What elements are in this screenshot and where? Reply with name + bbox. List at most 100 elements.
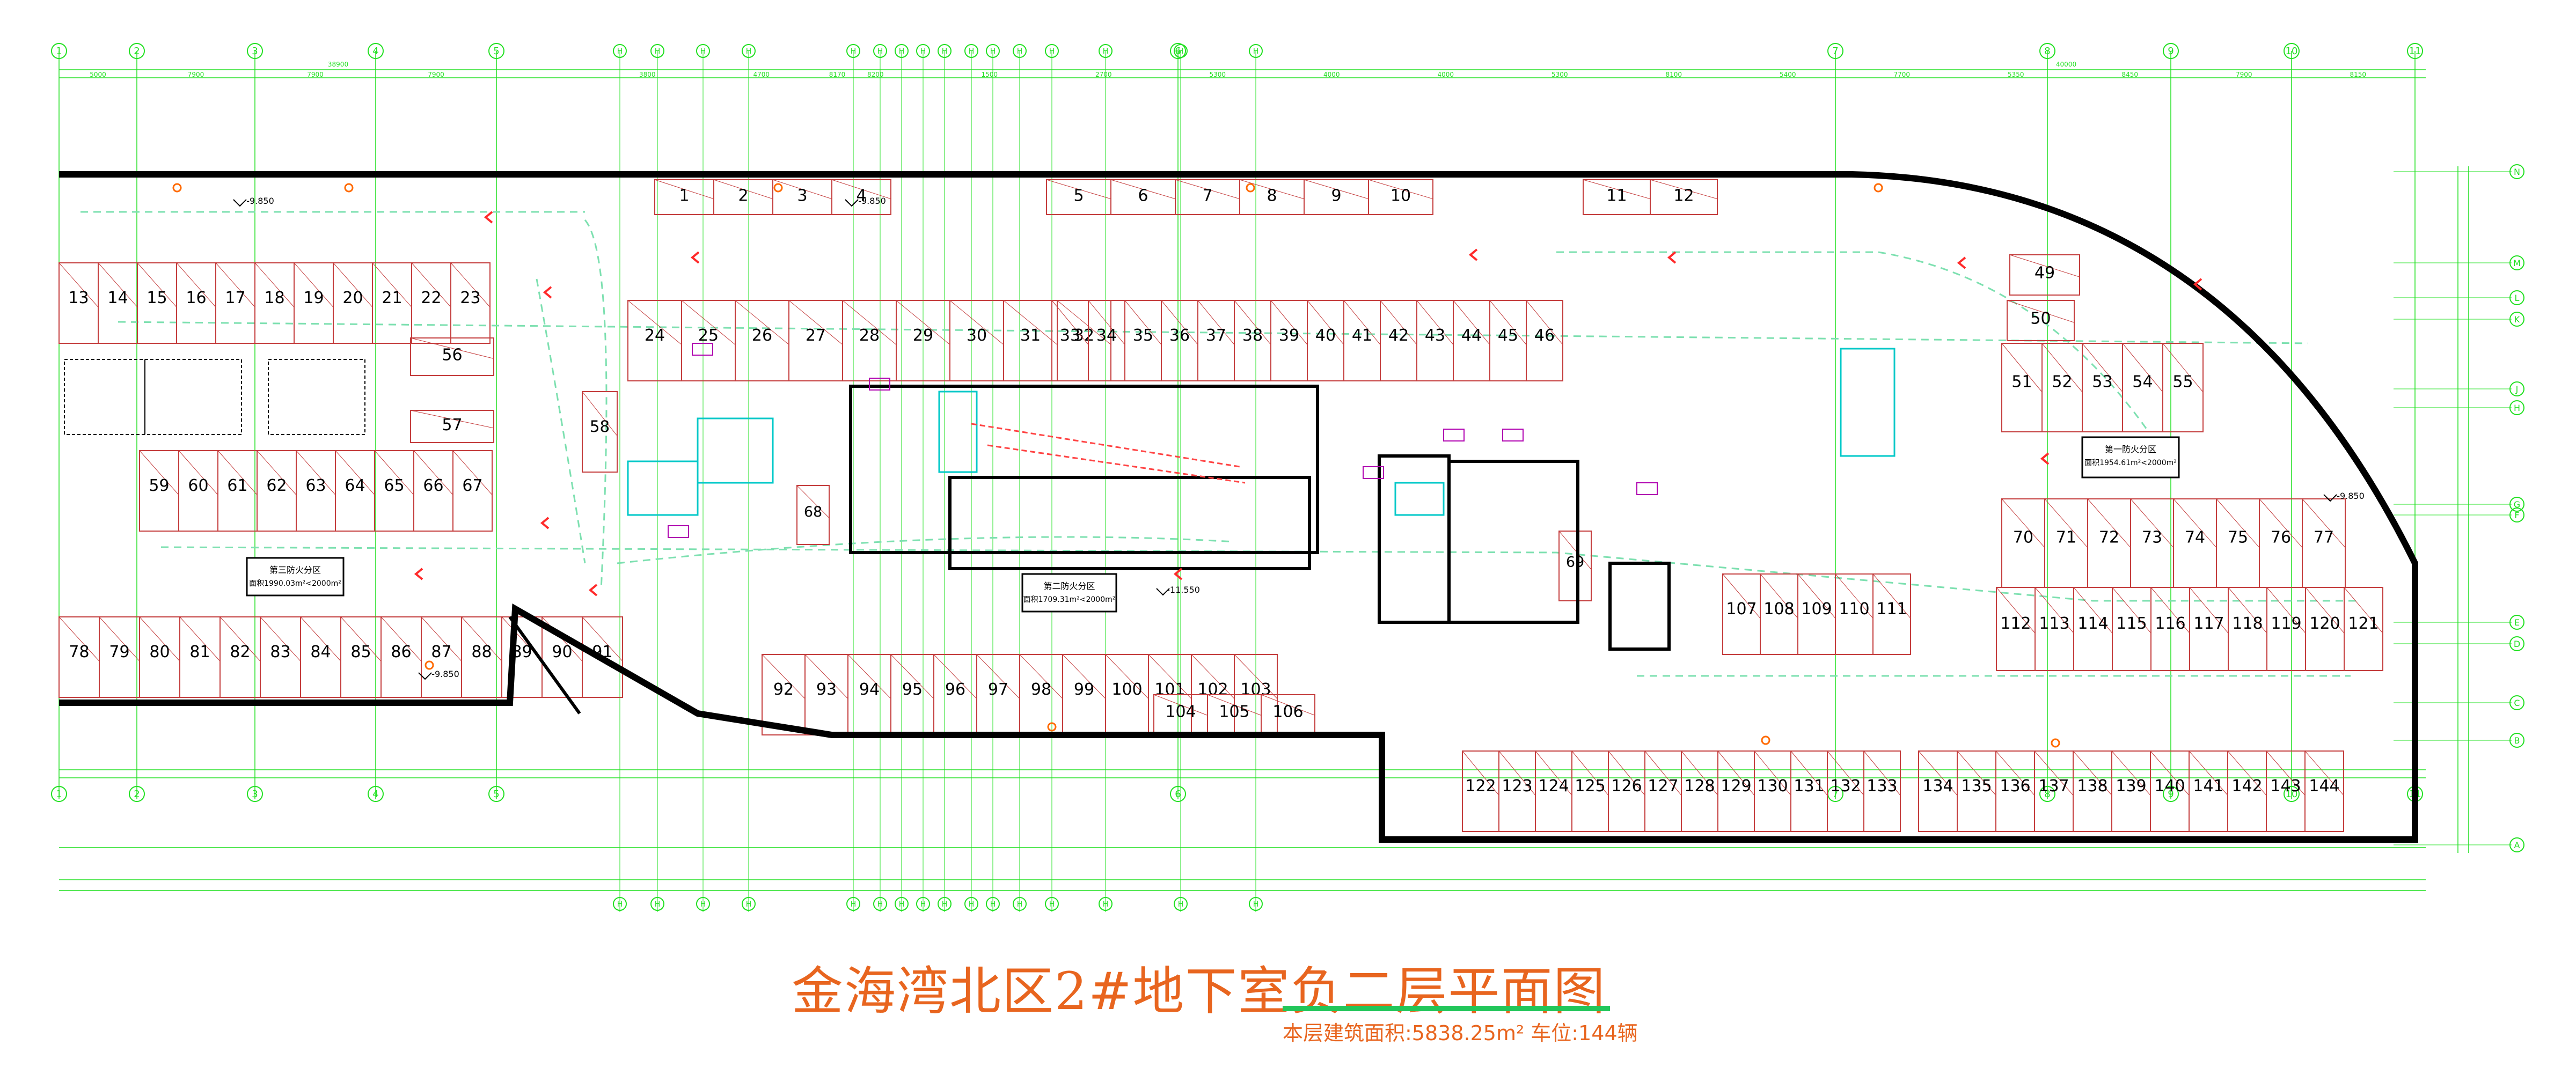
stall-diagonal bbox=[1368, 179, 1433, 200]
stall-number: 36 bbox=[1169, 326, 1190, 345]
stall-number: 100 bbox=[1111, 680, 1142, 699]
stall-diagonal bbox=[2082, 343, 2123, 393]
stall-number: 130 bbox=[1757, 777, 1788, 796]
stall-number: 131 bbox=[1794, 777, 1824, 796]
parking-stall bbox=[796, 485, 830, 545]
stall-number: 80 bbox=[149, 643, 170, 661]
stall-number: 64 bbox=[345, 476, 365, 495]
axis-number: 9 bbox=[2168, 789, 2174, 800]
stall-number: 28 bbox=[859, 326, 880, 345]
stall-number: 134 bbox=[1922, 777, 1953, 796]
axis-bubble bbox=[1045, 897, 1059, 911]
stall-diagonal bbox=[139, 450, 179, 495]
stall-diagonal bbox=[2304, 750, 2344, 796]
stall-diagonal bbox=[1148, 654, 1192, 699]
annotations: -9.850-9.850-9.850-9.850-11.550 bbox=[172, 183, 2365, 748]
stall-number: 26 bbox=[752, 326, 772, 345]
lane-path bbox=[1556, 251, 2148, 430]
stall-diagonal bbox=[452, 450, 493, 495]
stall-diagonal bbox=[2111, 750, 2151, 796]
stall-diagonal bbox=[1175, 179, 1240, 200]
axis-bubble bbox=[1045, 44, 1059, 58]
lane-path bbox=[536, 278, 586, 564]
stall-number: 66 bbox=[423, 476, 443, 495]
fire-zone-name: 第三防火分区 bbox=[269, 565, 321, 575]
axis-bubble bbox=[2509, 615, 2524, 630]
axis-letter: N bbox=[2514, 167, 2520, 177]
stall-diagonal bbox=[58, 616, 100, 661]
stall-number: 101 bbox=[1154, 680, 1185, 699]
stall-diagonal bbox=[2001, 498, 2045, 548]
stall-number: 116 bbox=[2155, 614, 2185, 633]
axis-bubble bbox=[2509, 312, 2524, 327]
stall-number: 22 bbox=[421, 289, 441, 307]
axis-bubble bbox=[51, 786, 67, 802]
stall-diagonal bbox=[847, 654, 891, 699]
stall-number: 108 bbox=[1763, 600, 1794, 619]
stall-number: 105 bbox=[1219, 702, 1249, 721]
dimension-text: 4700 bbox=[753, 71, 770, 78]
lane-path bbox=[118, 321, 2308, 344]
axis-bubble bbox=[938, 897, 952, 911]
stall-number: 9 bbox=[1331, 186, 1341, 205]
stall-diagonal bbox=[413, 450, 453, 495]
stair-room bbox=[938, 391, 978, 473]
stall-number: 110 bbox=[1839, 600, 1869, 619]
stall-number: 119 bbox=[2271, 614, 2301, 633]
axis-letter: M bbox=[2513, 258, 2521, 268]
dimension-text: 5300 bbox=[1209, 71, 1226, 78]
stall-number: 99 bbox=[1074, 680, 1094, 699]
axis-letter: F bbox=[2514, 510, 2519, 520]
stall-diagonal bbox=[176, 262, 216, 307]
stall-diagonal bbox=[139, 616, 180, 661]
traffic-arrow bbox=[1667, 251, 1677, 264]
stall-diagonal bbox=[1957, 750, 1996, 796]
fire-hydrant-mark bbox=[172, 183, 182, 193]
stall-count: 车位:144辆 bbox=[1531, 1021, 1638, 1045]
core-room bbox=[849, 385, 1319, 554]
stall-number: 51 bbox=[2011, 372, 2032, 391]
axis-letter: H bbox=[655, 900, 661, 909]
parking-stall bbox=[410, 410, 494, 443]
stall-number: 95 bbox=[902, 680, 923, 699]
dimension-labels: 11223344556677889910101111HHHHHHHHHHHHHH… bbox=[56, 46, 2521, 909]
axis-bubble bbox=[2509, 636, 2524, 651]
stall-number: 127 bbox=[1648, 777, 1678, 796]
stall-number: 92 bbox=[773, 680, 794, 699]
stall-number: 10 bbox=[1391, 186, 1411, 205]
traffic-arrow bbox=[484, 211, 493, 224]
axis-bubble bbox=[488, 43, 504, 59]
axis-bubble bbox=[2407, 43, 2423, 59]
axis-number: 1 bbox=[56, 46, 62, 57]
axis-bubble bbox=[2509, 497, 2524, 512]
axis-letter: H bbox=[1103, 47, 1109, 56]
stall-number: 11 bbox=[1606, 186, 1627, 205]
parking-stall bbox=[582, 391, 618, 473]
stall-number: 4 bbox=[856, 186, 866, 205]
axis-letter: H bbox=[617, 47, 623, 56]
stall-diagonal bbox=[890, 654, 934, 699]
dimension-text: 8100 bbox=[1665, 71, 1682, 78]
stall-diagonal bbox=[582, 391, 618, 436]
dimension-text: 5350 bbox=[2008, 71, 2024, 78]
axis-letter: H bbox=[990, 47, 996, 56]
stall-number: 123 bbox=[1502, 777, 1532, 796]
axis-letter: H bbox=[877, 47, 883, 56]
elevation-mark bbox=[233, 199, 247, 207]
axis-bubble bbox=[2039, 43, 2055, 59]
stall-number: 67 bbox=[462, 476, 482, 495]
axis-bubble bbox=[2509, 695, 2524, 710]
stall-number: 133 bbox=[1867, 777, 1897, 796]
stall-diagonal bbox=[1110, 179, 1176, 200]
fire-zone-box bbox=[2081, 436, 2180, 479]
lane-path bbox=[160, 546, 2356, 602]
axis-bubble bbox=[2509, 164, 2524, 179]
stall-diagonal bbox=[1105, 654, 1149, 699]
stall-number: 35 bbox=[1133, 326, 1153, 345]
dimension-text: 7900 bbox=[2236, 71, 2252, 78]
stall-number: 19 bbox=[303, 289, 324, 307]
elevation-mark bbox=[845, 199, 859, 207]
axis-bubble bbox=[2284, 43, 2300, 59]
stall-diagonal bbox=[582, 616, 623, 661]
axis-bubble bbox=[2509, 255, 2524, 270]
